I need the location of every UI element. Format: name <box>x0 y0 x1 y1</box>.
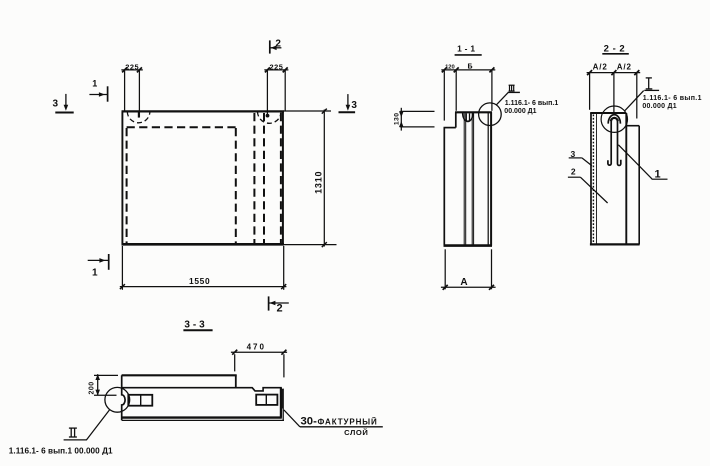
svg-text:3: 3 <box>351 100 357 111</box>
svg-text:А/2: А/2 <box>617 63 632 72</box>
svg-text:225: 225 <box>125 63 139 72</box>
svg-text:1550: 1550 <box>189 276 210 286</box>
svg-text:30-: 30- <box>301 416 318 428</box>
svg-text:1 - 1: 1 - 1 <box>457 44 475 54</box>
svg-text:1: 1 <box>92 79 97 89</box>
svg-text:470: 470 <box>247 343 266 352</box>
svg-text:А: А <box>460 277 467 288</box>
svg-text:Б: Б <box>468 64 473 71</box>
svg-text:1: 1 <box>92 267 98 278</box>
svg-text:3: 3 <box>571 149 576 159</box>
svg-text:200: 200 <box>89 381 96 394</box>
svg-text:2: 2 <box>275 39 281 50</box>
svg-text:1.116.1- 6 вып.1 00.000 Д1: 1.116.1- 6 вып.1 00.000 Д1 <box>9 447 113 456</box>
svg-text:00.000 Д1: 00.000 Д1 <box>504 108 536 115</box>
svg-text:1.116.1- 6 вып.1: 1.116.1- 6 вып.1 <box>643 95 702 102</box>
svg-text:130: 130 <box>394 113 401 126</box>
svg-text:3: 3 <box>53 99 59 110</box>
svg-text:1.116.1- 6 вып.1: 1.116.1- 6 вып.1 <box>505 100 559 107</box>
svg-text:225: 225 <box>269 63 283 72</box>
svg-text:ФАКТУРНЫЙ: ФАКТУРНЫЙ <box>318 417 378 426</box>
svg-text:СЛОЙ: СЛОЙ <box>344 428 368 437</box>
svg-text:А/2: А/2 <box>593 63 608 72</box>
svg-text:1310: 1310 <box>313 171 323 194</box>
svg-text:2: 2 <box>571 167 576 177</box>
svg-text:00.000 Д1: 00.000 Д1 <box>642 103 677 110</box>
svg-text:3 - 3: 3 - 3 <box>184 319 205 330</box>
svg-text:120: 120 <box>445 65 455 71</box>
svg-text:2: 2 <box>277 303 283 315</box>
svg-text:2 - 2: 2 - 2 <box>604 43 626 54</box>
svg-text:1: 1 <box>655 168 661 180</box>
